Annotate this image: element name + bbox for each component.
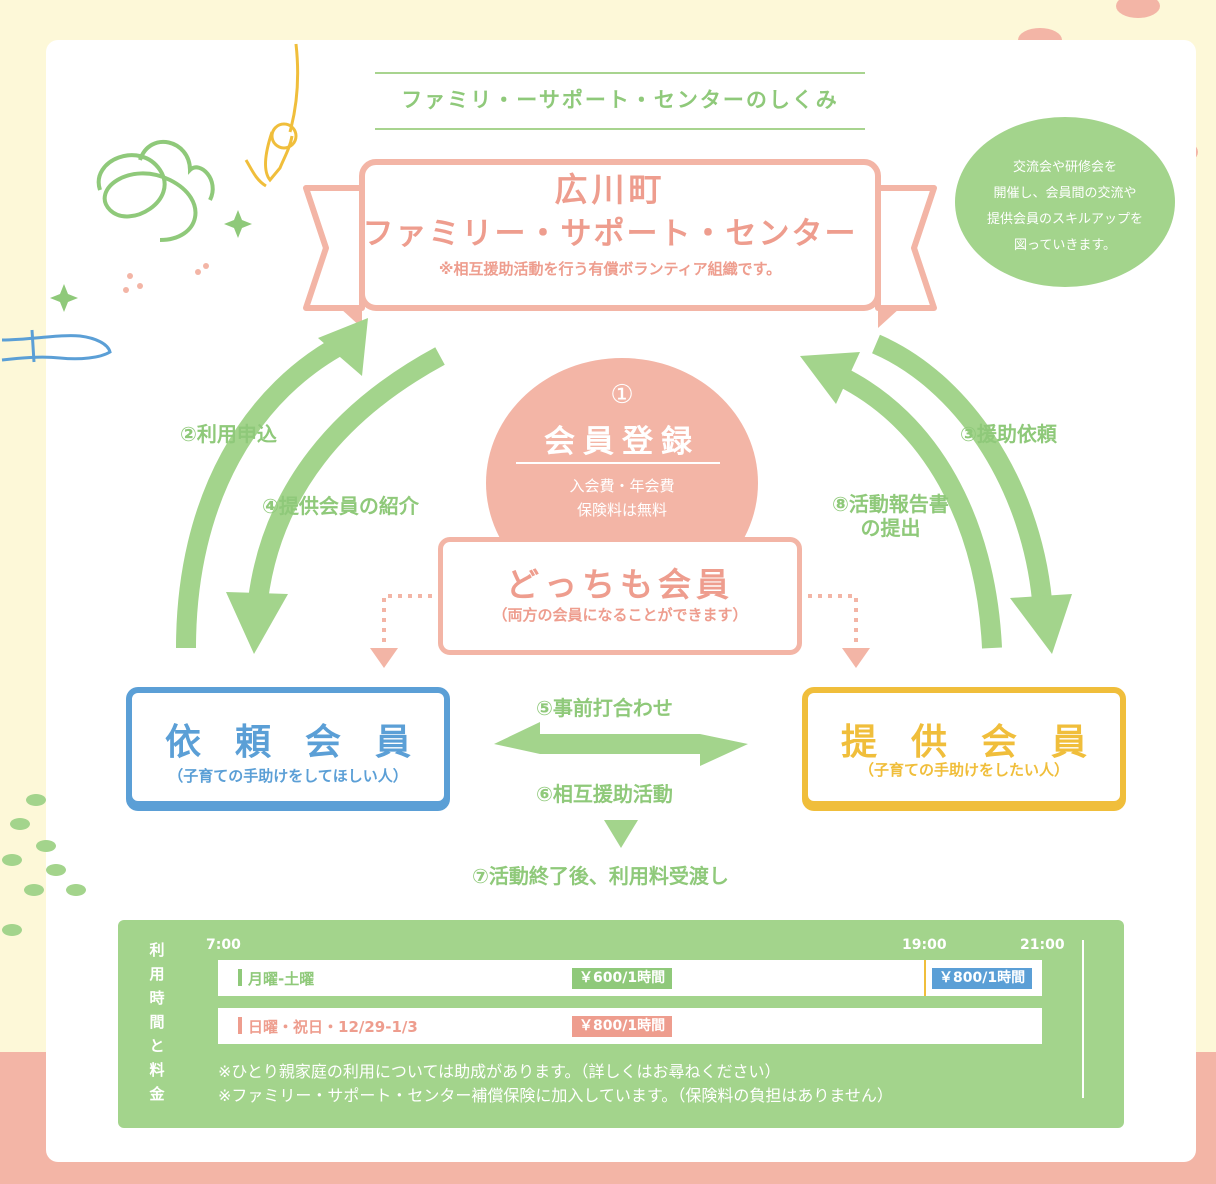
time-end: 21:00 xyxy=(1020,937,1065,953)
arrow-head-introduction xyxy=(226,592,288,654)
bubble-line: 提供会員のスキルアップを xyxy=(986,212,1143,227)
info-bubble: 交流会や研修会を 開催し、会員間の交流や 提供会員のスキルアップを 図っていきま… xyxy=(955,117,1175,287)
arrow-introduction xyxy=(248,347,445,602)
step-payment: ⑦活動終了後、利用料受渡し xyxy=(472,864,729,888)
requesting-member-box: 依頼会員 （子育ての手助けをしてほしい人） xyxy=(126,687,450,807)
arrow-request xyxy=(871,334,1052,601)
requesting-member-subtitle: （子育ての手助けをしてほしい人） xyxy=(168,767,408,785)
arrow-application xyxy=(176,331,355,649)
arrow-payment-down xyxy=(604,820,638,848)
title-rule-bottom xyxy=(375,128,865,130)
registration-title: 会員登録 xyxy=(544,424,700,460)
fee-row-label: 月曜-土曜 xyxy=(238,968,314,989)
page-title: ファミリ・ーサポート・センターのしくみ xyxy=(401,88,839,112)
hands-illustration xyxy=(1,43,300,363)
fee-heading-char: 間 xyxy=(149,1013,165,1031)
step-report-line2: の提出 xyxy=(860,516,921,540)
fee-heading: 利 用 時 間 と 料 金 xyxy=(142,938,172,1106)
center-name-line2: ファミリー・サポート・センター xyxy=(362,216,858,252)
step-report-line1: ⑧活動報告書 xyxy=(832,492,949,516)
providing-member-title: 提供会員 xyxy=(840,722,1121,763)
fee-heading-char: 金 xyxy=(149,1085,165,1103)
fee-heading-char: 料 xyxy=(149,1061,165,1079)
bubble-line: 開催し、会員間の交流や xyxy=(993,186,1137,201)
bubble-line: 図っていきます。 xyxy=(1013,238,1117,253)
both-members-subtitle: （両方の会員になることができます） xyxy=(492,606,748,624)
dotted-connector-right xyxy=(808,594,858,650)
arrow-head-report xyxy=(800,352,860,404)
dotted-arrow-head-left xyxy=(370,648,398,668)
registration-fee-line2: 保険料は無料 xyxy=(576,501,667,519)
center-ribbon xyxy=(303,159,937,328)
fee-heading-char: 利 xyxy=(149,941,165,959)
requesting-member-title: 依頼会員 xyxy=(164,722,445,763)
providing-member-subtitle: （子育ての手助けをしたい人） xyxy=(858,761,1069,779)
dotted-connector-left xyxy=(382,594,432,650)
bubble-line: 交流会や研修会を xyxy=(1012,160,1117,175)
fee-heading-char: 用 xyxy=(149,965,165,983)
step-application: ②利用申込 xyxy=(180,422,277,446)
fee-row-holiday: 日曜・祝日・12/29-1/3 ￥800/1時間 xyxy=(218,1008,1042,1044)
registration-number: ① xyxy=(610,380,634,410)
step-request: ③援助依頼 xyxy=(960,422,1057,446)
title-rule-top xyxy=(375,72,865,74)
step-report: ⑧活動報告書 の提出 xyxy=(832,492,949,540)
center-name-line1: 広川町 xyxy=(554,170,666,209)
both-members-box xyxy=(438,537,802,655)
fee-note-single-parent: ※ひとり親家庭の利用については助成があります。（詳しくはお尋ねください） xyxy=(218,1062,781,1081)
arrow-head-request xyxy=(1010,594,1072,654)
fee-row-weekday: 月曜-土曜 ￥600/1時間 ￥800/1時間 xyxy=(218,960,1042,996)
fee-day-rate: ￥600/1時間 xyxy=(572,968,673,989)
fee-day-rate: ￥800/1時間 xyxy=(572,1016,673,1037)
step-activity: ⑥相互援助活動 xyxy=(536,782,673,806)
evening-divider xyxy=(924,960,926,996)
arrow-consultation-right xyxy=(540,734,748,766)
arrow-report xyxy=(835,367,1002,649)
fee-panel-divider xyxy=(1082,940,1084,1098)
dotted-arrow-head-right xyxy=(842,648,870,668)
center-note: ※相互援助活動を行う有償ボランティア組織です。 xyxy=(438,260,782,278)
providing-member-box: 提供会員 （子育ての手助けをしたい人） xyxy=(802,687,1126,807)
fee-row-label: 日曜・祝日・12/29-1/3 xyxy=(238,1016,418,1037)
fee-heading-char: と xyxy=(149,1037,165,1055)
step-introduction: ④提供会員の紹介 xyxy=(262,494,419,518)
fee-night-rate: ￥800/1時間 xyxy=(932,968,1033,989)
both-members-title: どっちも会員 xyxy=(506,565,734,604)
decorative-leaves xyxy=(2,794,86,936)
step-consultation: ⑤事前打合わせ xyxy=(536,696,673,720)
registration-fee: 入会費・年会費 保険料は無料 xyxy=(486,474,758,522)
center-name: 広川町 ファミリー・サポート・センター xyxy=(360,168,860,256)
time-evening: 19:00 xyxy=(902,937,947,953)
arrow-head-application xyxy=(318,318,368,376)
registration-fee-line1: 入会費・年会費 xyxy=(569,477,675,495)
fee-note-insurance: ※ファミリー・サポート・センター補償保険に加入しています。（保険料の負担はありま… xyxy=(218,1086,893,1105)
time-start: 7:00 xyxy=(206,937,241,953)
registration-rule xyxy=(516,462,720,464)
fee-heading-char: 時 xyxy=(149,989,165,1007)
